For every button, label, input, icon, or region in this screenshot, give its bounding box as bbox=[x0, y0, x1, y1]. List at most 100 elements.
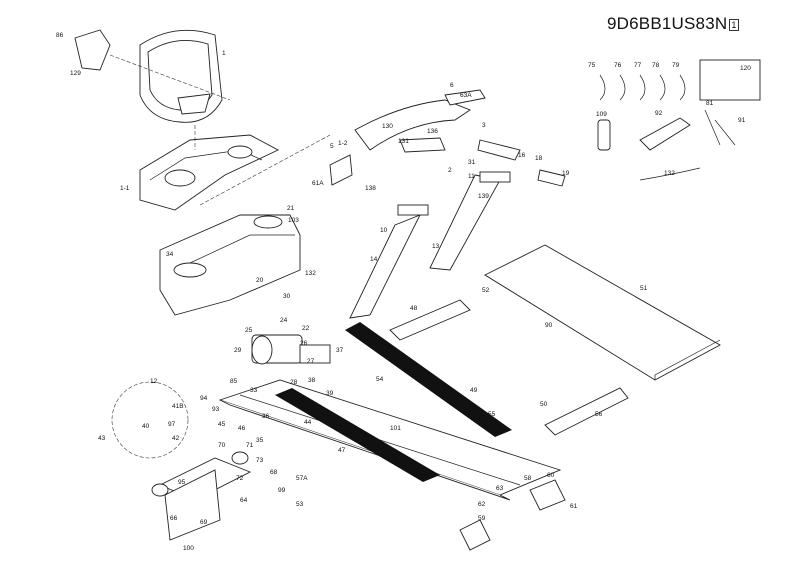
label-39: 39 bbox=[326, 390, 334, 397]
label-30: 30 bbox=[283, 293, 291, 300]
label-79: 79 bbox=[672, 62, 680, 69]
label-100: 100 bbox=[183, 545, 194, 552]
label-26: 26 bbox=[300, 340, 308, 347]
label-34: 34 bbox=[166, 251, 174, 258]
label-2: 2 bbox=[448, 167, 452, 174]
feet bbox=[459, 479, 566, 551]
label-18: 18 bbox=[535, 155, 543, 162]
label-28: 28 bbox=[290, 379, 298, 386]
label-20: 20 bbox=[256, 277, 264, 284]
label-51: 51 bbox=[640, 285, 648, 292]
label-64: 64 bbox=[240, 497, 248, 504]
label-120: 120 bbox=[740, 65, 751, 72]
label-49: 49 bbox=[470, 387, 478, 394]
label-11: 11 bbox=[468, 173, 475, 180]
label-77: 77 bbox=[634, 62, 642, 69]
label-132b: 132 bbox=[664, 170, 675, 177]
label-75: 75 bbox=[588, 62, 596, 69]
label-129: 129 bbox=[70, 70, 81, 77]
label-55: 55 bbox=[488, 411, 496, 418]
label-103: 103 bbox=[288, 217, 299, 224]
label-27: 27 bbox=[307, 358, 315, 365]
label-31: 31 bbox=[468, 159, 476, 166]
label-72: 72 bbox=[236, 475, 244, 482]
label-25: 25 bbox=[245, 327, 253, 334]
label-131: 131 bbox=[398, 138, 409, 145]
label-139: 139 bbox=[478, 193, 489, 200]
label-78: 78 bbox=[652, 62, 660, 69]
label-99: 99 bbox=[278, 487, 286, 494]
base-frame bbox=[218, 299, 629, 501]
label-95: 95 bbox=[178, 479, 186, 486]
label-5: 5 bbox=[330, 143, 334, 150]
label-47: 47 bbox=[338, 447, 346, 454]
label-61: 61 bbox=[570, 503, 578, 510]
motor-hood bbox=[159, 214, 301, 316]
handlebar-assembly bbox=[329, 89, 566, 319]
label-130: 130 bbox=[382, 123, 393, 130]
label-40: 40 bbox=[142, 423, 150, 430]
label-92: 92 bbox=[655, 110, 663, 117]
label-61a: 61A bbox=[312, 180, 324, 187]
label-16: 16 bbox=[518, 152, 526, 159]
label-56: 56 bbox=[595, 411, 603, 418]
label-46: 46 bbox=[238, 425, 246, 432]
label-10: 10 bbox=[380, 227, 388, 234]
label-1-1: 1-1 bbox=[120, 185, 130, 192]
label-1: 1 bbox=[222, 50, 226, 57]
label-69: 69 bbox=[200, 519, 208, 526]
label-86: 86 bbox=[56, 32, 64, 39]
label-43: 43 bbox=[98, 435, 106, 442]
label-59: 59 bbox=[478, 515, 486, 522]
label-91: 91 bbox=[738, 117, 746, 124]
label-37: 37 bbox=[336, 347, 344, 354]
label-136: 136 bbox=[427, 128, 438, 135]
label-60: 60 bbox=[547, 472, 555, 479]
label-93: 93 bbox=[212, 406, 220, 413]
label-22: 22 bbox=[302, 325, 310, 332]
label-41b: 41B bbox=[172, 403, 184, 410]
label-101: 101 bbox=[390, 425, 401, 432]
label-13: 13 bbox=[432, 243, 440, 250]
accessories bbox=[597, 59, 761, 181]
label-138: 138 bbox=[365, 185, 376, 192]
label-48: 48 bbox=[410, 305, 418, 312]
label-52: 52 bbox=[482, 287, 490, 294]
label-44: 44 bbox=[304, 419, 312, 426]
label-50: 50 bbox=[540, 401, 548, 408]
label-35: 35 bbox=[256, 437, 264, 444]
label-97: 97 bbox=[168, 421, 176, 428]
label-57a: 57A bbox=[296, 475, 308, 482]
label-85: 85 bbox=[230, 378, 238, 385]
label-14: 14 bbox=[370, 256, 378, 263]
label-71: 71 bbox=[246, 442, 254, 449]
label-29: 29 bbox=[234, 347, 242, 354]
label-109: 109 bbox=[596, 111, 607, 118]
label-21: 21 bbox=[287, 205, 295, 212]
label-53: 53 bbox=[296, 501, 304, 508]
revision-box: 1 bbox=[729, 19, 739, 31]
label-73: 73 bbox=[256, 457, 264, 464]
part-number-labels: 1 1-1 1-2 2 3 5 6 61A 63A 86 129 130 131… bbox=[56, 32, 751, 552]
diagram-code-text: 9D6BB1US83N bbox=[607, 14, 728, 33]
label-24: 24 bbox=[280, 317, 288, 324]
label-58: 58 bbox=[524, 475, 532, 482]
label-68: 68 bbox=[270, 469, 278, 476]
label-19: 19 bbox=[562, 170, 570, 177]
label-66: 66 bbox=[170, 515, 178, 522]
label-42: 42 bbox=[172, 435, 180, 442]
label-62: 62 bbox=[478, 501, 486, 508]
label-63a: 63A bbox=[460, 92, 472, 99]
label-70: 70 bbox=[218, 442, 226, 449]
label-3: 3 bbox=[482, 122, 486, 129]
label-36: 36 bbox=[262, 413, 270, 420]
label-45: 45 bbox=[218, 421, 226, 428]
label-94: 94 bbox=[200, 395, 208, 402]
running-deck bbox=[484, 244, 721, 381]
label-38: 38 bbox=[308, 377, 316, 384]
label-1-2: 1-2 bbox=[338, 140, 348, 147]
console-assembly bbox=[74, 29, 331, 211]
label-81: 81 bbox=[706, 100, 714, 107]
